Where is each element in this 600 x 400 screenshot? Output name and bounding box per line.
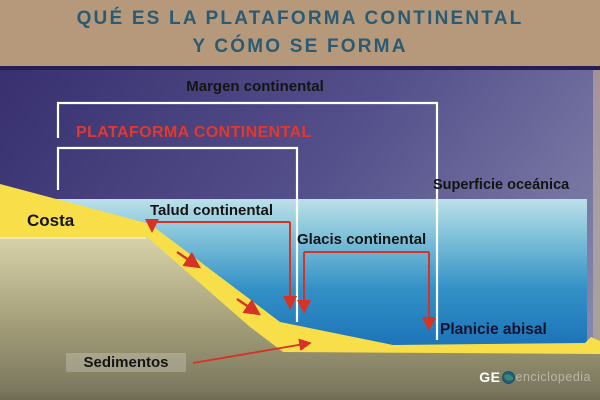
diagram-canvas <box>0 70 600 400</box>
logo-ge-text: GE <box>479 369 501 385</box>
subsoil-seafloor <box>0 238 600 400</box>
plataforma-continental-label: PLATAFORMA CONTINENTAL <box>76 124 312 141</box>
costa-label: Costa <box>27 211 75 230</box>
geoenciclopedia-logo: GE enciclopedia <box>479 369 591 385</box>
talud-continental-label: Talud continental <box>150 202 274 219</box>
superficie-oceanica-label: Superficie oceánica <box>433 177 570 193</box>
logo-enciclopedia-text: enciclopedia <box>515 370 591 384</box>
glacis-continental-label: Glacis continental <box>297 231 427 248</box>
sedimentos-pointer <box>192 338 312 364</box>
margen-continental-label: Margen continental <box>186 78 324 95</box>
page-title-line1: QUÉ ES LA PLATAFORMA CONTINENTAL <box>76 8 524 29</box>
page-title-line2: Y CÓMO SE FORMA <box>192 36 408 57</box>
sedimentos-label: Sedimentos <box>66 353 186 372</box>
planicie-abisal-label: Planicie abisal <box>440 321 547 338</box>
globe-icon <box>501 370 515 384</box>
continental-shelf-diagram: Margen continental PLATAFORMA CONTINENTA… <box>0 70 600 400</box>
right-edge-strip <box>593 70 600 400</box>
margen-bracket <box>56 101 439 340</box>
slope-flow-arrow-1 <box>176 251 201 269</box>
slope-flow-arrow-2 <box>236 298 261 316</box>
title-banner: QUÉ ES LA PLATAFORMA CONTINENTAL Y CÓMO … <box>0 0 600 66</box>
banner-divider <box>0 66 600 70</box>
plataforma-bracket <box>56 146 299 322</box>
